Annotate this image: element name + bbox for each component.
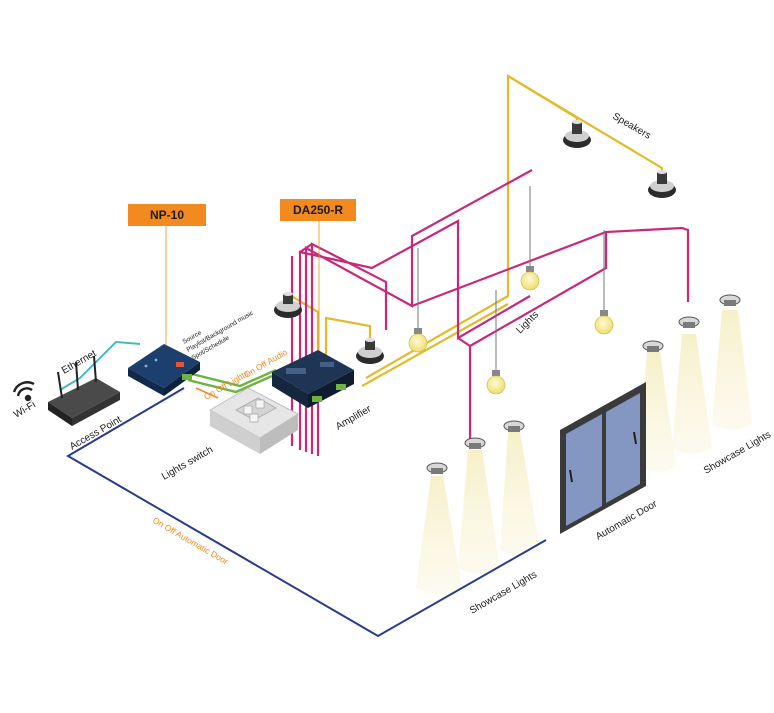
lights-control-line [195,387,219,399]
light-bulb-icon [520,266,540,291]
wifi-label: Wi-Fi [12,399,38,420]
showcase-lights-left-label: Showcase Lights [468,569,539,616]
np10-tag-text: NP-10 [149,208,184,222]
speakers-label: Speakers [611,111,653,142]
light-bulb-icon [408,328,428,353]
pendant-lights [417,186,605,372]
speaker-icon [648,170,676,198]
da250r-amplifier [272,350,354,408]
np10-device [128,344,200,396]
da250r-tag: DA250-R [280,199,356,221]
amplifier-label: Amplifier [334,403,374,432]
automatic-door-cable [66,387,547,638]
light-bulb-icon [486,370,506,395]
speaker-icon [563,120,591,148]
spotlight-fixture-caps [431,300,736,474]
ethernet-label: Ethernet [60,348,98,377]
np10-tag: NP-10 [128,204,206,226]
showcase-lights-right-label: Showcase Lights [702,429,773,476]
speaker-icon [356,338,384,364]
speaker-icon [274,292,302,318]
lights-switch-label: Lights switch [160,444,215,482]
audio-cable [187,368,277,394]
ethernet-cable [59,340,141,391]
light-bulb-icon [594,310,614,335]
showcase-light-beams [416,310,752,594]
light-wiring [290,169,690,456]
automatic-door-icon [560,382,646,534]
lights-switch-icon [208,387,300,454]
on-off-automatic-door-label: On Off Automatic Door [151,515,230,566]
wifi-icon [12,381,35,402]
da250r-tag-text: DA250-R [292,203,343,217]
access-point-icon [48,355,120,426]
